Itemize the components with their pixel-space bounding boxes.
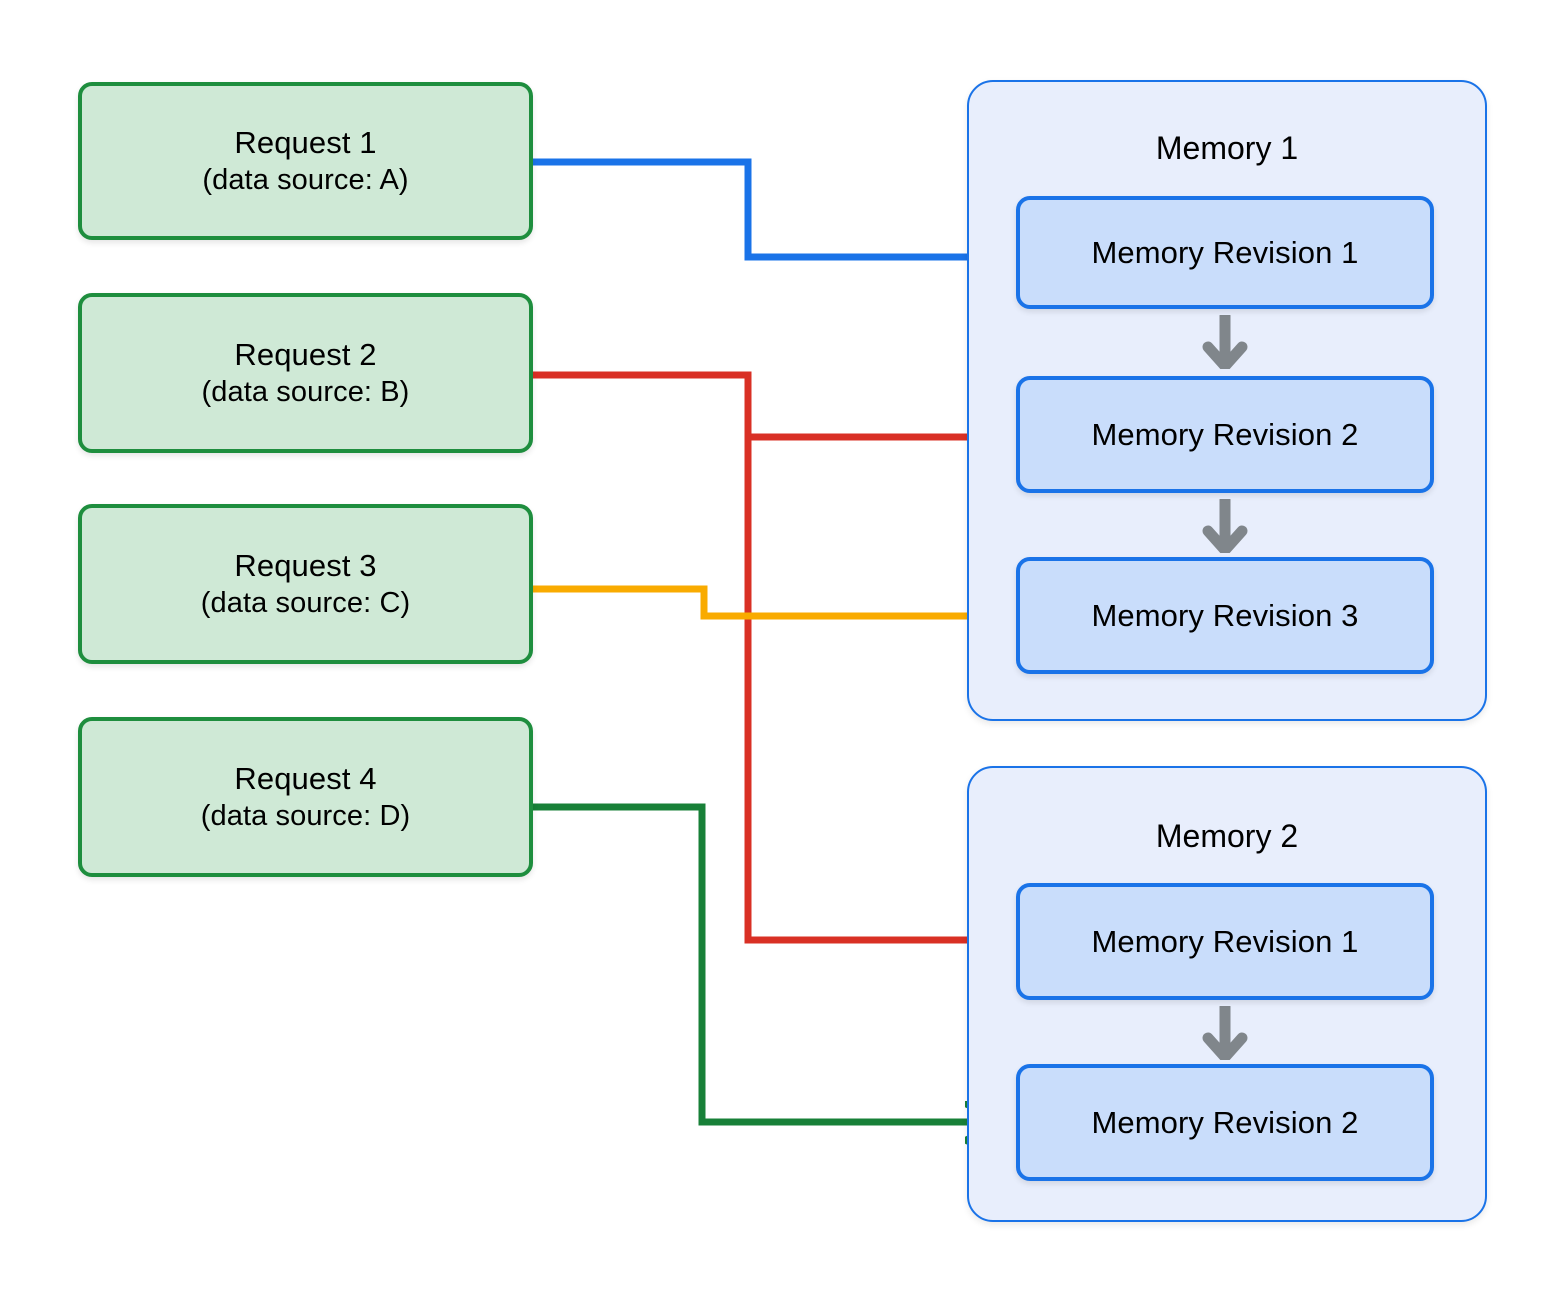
request-title: Request 2 xyxy=(234,336,377,372)
request-subtitle: (data source: A) xyxy=(202,164,409,197)
revision-label: Memory Revision 1 xyxy=(1091,923,1359,959)
wire-request4-to-memory2-revision2 xyxy=(529,803,1000,1122)
memory1-revision-box-2[interactable]: Memory Revision 2 xyxy=(1016,376,1434,493)
request-title: Request 3 xyxy=(234,547,377,583)
memory1-revision-box-3[interactable]: Memory Revision 3 xyxy=(1016,557,1434,674)
revision-label: Memory Revision 3 xyxy=(1091,597,1359,633)
flow-arrow-memory1-rev1-to-rev2 xyxy=(1200,310,1250,372)
memory1-revision-box-1[interactable]: Memory Revision 1 xyxy=(1016,196,1434,309)
memory-title: Memory 2 xyxy=(1155,818,1299,854)
request-box-1[interactable]: Request 1 (data source: A) xyxy=(78,82,533,240)
request-subtitle: (data source: C) xyxy=(200,587,411,620)
wire-request3-to-memory1-revision3 xyxy=(529,585,1002,616)
request-box-3[interactable]: Request 3 (data source: C) xyxy=(78,504,533,664)
request-box-2[interactable]: Request 2 (data source: B) xyxy=(78,293,533,453)
request-title: Request 4 xyxy=(234,760,377,796)
flow-arrow-memory2-rev1-to-rev2 xyxy=(1200,1001,1250,1063)
wire-request1-to-memory1-revision1 xyxy=(529,158,1002,257)
request-subtitle: (data source: D) xyxy=(200,800,411,833)
revision-label: Memory Revision 2 xyxy=(1091,416,1359,452)
memory2-revision-box-2[interactable]: Memory Revision 2 xyxy=(1016,1064,1434,1181)
wire-request2-trunk xyxy=(529,371,1002,940)
request-box-4[interactable]: Request 4 (data source: D) xyxy=(78,717,533,877)
memory-title: Memory 1 xyxy=(1155,130,1299,166)
request-title: Request 1 xyxy=(234,124,377,160)
revision-label: Memory Revision 1 xyxy=(1091,234,1359,270)
request-subtitle: (data source: B) xyxy=(201,376,410,409)
revision-label: Memory Revision 2 xyxy=(1091,1104,1359,1140)
memory2-revision-box-1[interactable]: Memory Revision 1 xyxy=(1016,883,1434,1000)
flow-arrow-memory1-rev2-to-rev3 xyxy=(1200,494,1250,556)
